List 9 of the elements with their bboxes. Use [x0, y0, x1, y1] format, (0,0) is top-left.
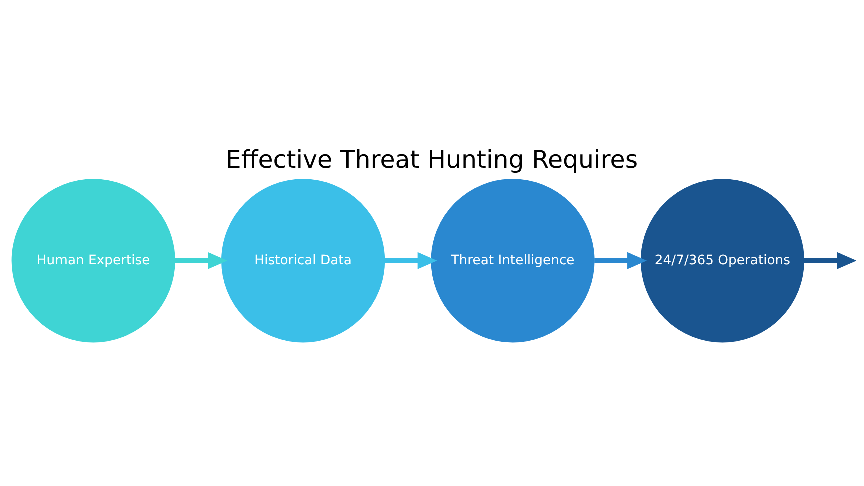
node-circle: 24/7/365 Operations	[640, 178, 805, 342]
arrow	[594, 252, 648, 269]
diagram-title: Effective Threat Hunting Requires	[226, 144, 638, 174]
node-circle: Human Expertise	[12, 178, 176, 342]
arrow	[804, 252, 856, 269]
arrow	[175, 252, 228, 269]
node-circle: Historical Data	[222, 178, 386, 342]
node-circle: Threat Intelligence	[431, 178, 595, 342]
arrow	[384, 252, 438, 269]
